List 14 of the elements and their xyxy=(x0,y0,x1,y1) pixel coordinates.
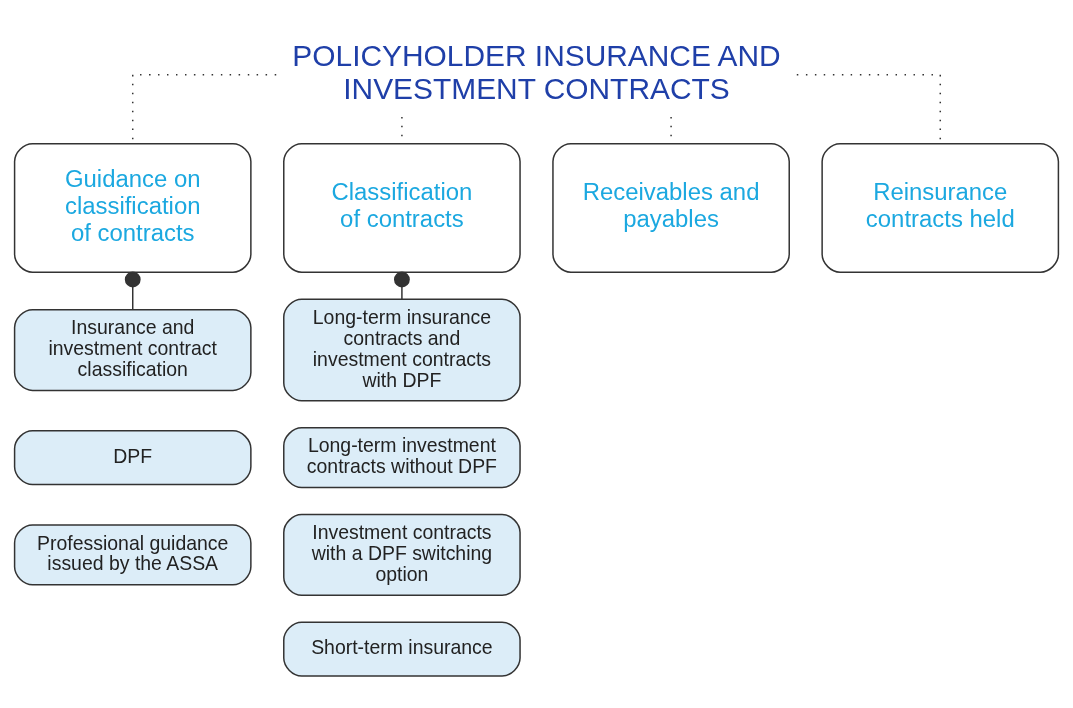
node-box: Long-term investment contracts without DPF xyxy=(283,426,521,488)
node-box: Classification of contracts xyxy=(283,142,521,273)
node-box: Short-term insurance xyxy=(283,620,521,677)
node-box: Long-term insurance contracts and investment contracts with DPF xyxy=(283,297,521,402)
node-text: POLICYHOLDER INSURANCE AND INVESTMENT CONTRACTS xyxy=(292,38,781,105)
node-box: Receivables and payables xyxy=(552,142,790,273)
connector xyxy=(124,271,141,310)
node-box: Reinsurance contracts held xyxy=(821,142,1060,273)
node-box: DPF xyxy=(13,429,252,485)
node-box: Insurance and investment contract classification xyxy=(13,308,252,391)
node-box: Investment contracts with a DPF switching option xyxy=(283,513,521,596)
node-box: Professional guidance issued by the ASSA xyxy=(13,523,252,586)
node-box: Guidance on classification of contracts xyxy=(13,142,252,273)
connector xyxy=(394,271,410,300)
